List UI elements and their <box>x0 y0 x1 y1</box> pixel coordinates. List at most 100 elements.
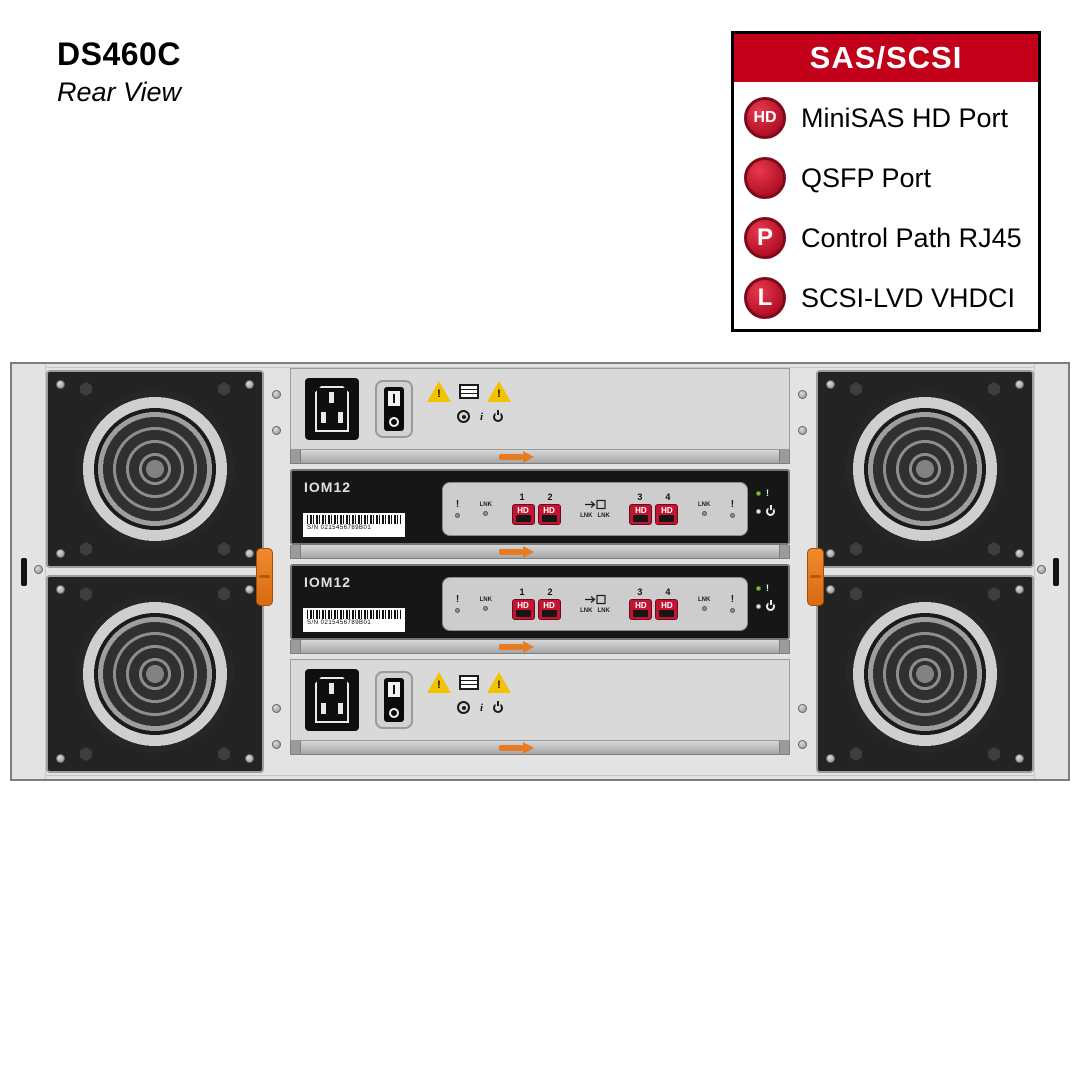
power-led-row <box>756 602 775 611</box>
ac-prong <box>321 703 326 714</box>
power-icon <box>493 702 504 713</box>
latch-arrow-tip <box>523 451 534 463</box>
psu-warning-labels: ! ! i <box>427 381 597 423</box>
serial-number: S/N 0215456789B01 <box>307 620 372 626</box>
psu-body: ! ! i <box>290 659 790 741</box>
screw <box>798 426 807 435</box>
hd-ports: HD HD <box>629 599 679 620</box>
legend-label-scsi-lvd: SCSI-LVD VHDCI <box>801 282 1016 313</box>
minisas-hd-port: HD <box>629 599 653 620</box>
psu-body: ! ! i <box>290 368 790 450</box>
fan-module-right-top <box>816 370 1034 568</box>
fault-led-row: ! <box>756 489 775 498</box>
hex-vent <box>218 587 230 601</box>
legend-row-qsfp: QSFP Port <box>744 148 1038 208</box>
hex-vent <box>218 542 230 556</box>
serial-number: S/N 0215456789B01 <box>307 525 372 531</box>
power-switch-plate <box>375 380 413 438</box>
iom-handle <box>290 545 790 559</box>
hd-port-slot <box>541 610 557 617</box>
fault-led <box>455 608 460 613</box>
screw <box>1015 754 1024 763</box>
warning-row: ! ! <box>427 672 597 693</box>
port-panel: ! LNK 1 2 H <box>442 482 748 536</box>
ac-prong <box>329 392 334 403</box>
hd-port-slot <box>659 515 675 522</box>
minisas-hd-port: HD <box>511 599 535 620</box>
fan-module-right-bottom <box>816 575 1034 773</box>
fault-indicator: ! <box>455 595 460 613</box>
sas-connector-icon <box>584 594 606 605</box>
latch-arrow <box>499 549 523 555</box>
link-led <box>483 606 489 611</box>
latch-arrow <box>499 745 523 751</box>
minisas-hd-port: HD <box>655 504 679 525</box>
screw <box>1015 549 1024 558</box>
screw <box>34 565 43 574</box>
page-subtitle: Rear View <box>57 77 182 107</box>
status-led-white <box>756 604 761 609</box>
ac-prong <box>329 683 334 694</box>
power-led-row <box>756 507 775 516</box>
cam-latch-left <box>256 548 273 606</box>
handle-cap <box>291 640 301 653</box>
screw <box>826 585 835 594</box>
power-icon <box>766 602 775 611</box>
screw <box>826 380 835 389</box>
switch-off-position <box>389 417 399 427</box>
qsfp-port-icon <box>744 157 786 199</box>
serial-label: S/N 0215456789B01 <box>303 513 405 537</box>
legend-row-control-path: P Control Path RJ45 <box>744 208 1038 268</box>
rack-ear-right <box>1034 364 1068 779</box>
screw <box>826 754 835 763</box>
hd-port-slot <box>659 610 675 617</box>
screw <box>245 585 254 594</box>
power-icon <box>493 411 504 422</box>
psu-top: ! ! i <box>290 368 790 464</box>
fan-section-right <box>816 370 1034 773</box>
minisas-hd-port: HD <box>537 599 561 620</box>
hex-vent <box>850 382 862 396</box>
ac-inlet <box>305 378 359 440</box>
port-numbers: 1 2 <box>519 587 553 597</box>
screw <box>245 754 254 763</box>
hex-vent <box>218 747 230 761</box>
iom-module-b: IOM12 S/N 0215456789B01 ! LNK <box>290 564 790 654</box>
warning-triangle-icon: ! <box>427 672 451 693</box>
hd-ports: HD HD <box>511 504 561 525</box>
mid-strip-left <box>264 364 290 779</box>
fault-indicator: ! <box>729 595 735 613</box>
rack-ear-left <box>12 364 46 779</box>
handle-cap <box>779 545 789 558</box>
legend-items: HD MiniSAS HD Port QSFP Port P Control P… <box>734 82 1038 328</box>
warning-triangle-icon: ! <box>487 381 511 402</box>
iom-body: IOM12 S/N 0215456789B01 ! LNK <box>290 564 790 640</box>
screw <box>56 585 65 594</box>
handle-cap <box>779 640 789 653</box>
fault-led <box>729 513 735 518</box>
power-icon <box>766 507 775 516</box>
psu-bottom: ! ! i <box>290 659 790 755</box>
power-switch <box>384 678 404 722</box>
mid-strip-right <box>790 364 816 779</box>
legend-row-minisas: HD MiniSAS HD Port <box>744 88 1038 148</box>
hd-port-slot <box>515 515 531 522</box>
ac-inlet-outline <box>315 677 349 723</box>
handle-cap <box>291 741 301 754</box>
screw <box>272 390 281 399</box>
fan-module-left-bottom <box>46 575 264 773</box>
ground-icon <box>457 410 470 423</box>
hd-port-slot <box>541 515 557 522</box>
screw <box>245 549 254 558</box>
status-led-white <box>756 509 761 514</box>
warning-triangle-icon: ! <box>487 672 511 693</box>
link-indicator: LNK <box>480 502 492 516</box>
fan-module-left-top <box>46 370 264 568</box>
handle-cap <box>779 741 789 754</box>
link-led <box>701 606 707 611</box>
port-group-3-4: 3 4 HD HD <box>629 493 679 525</box>
hex-vent <box>218 382 230 396</box>
fan-grille <box>76 595 234 753</box>
hex-vent <box>850 587 862 601</box>
ac-prong <box>338 412 343 423</box>
